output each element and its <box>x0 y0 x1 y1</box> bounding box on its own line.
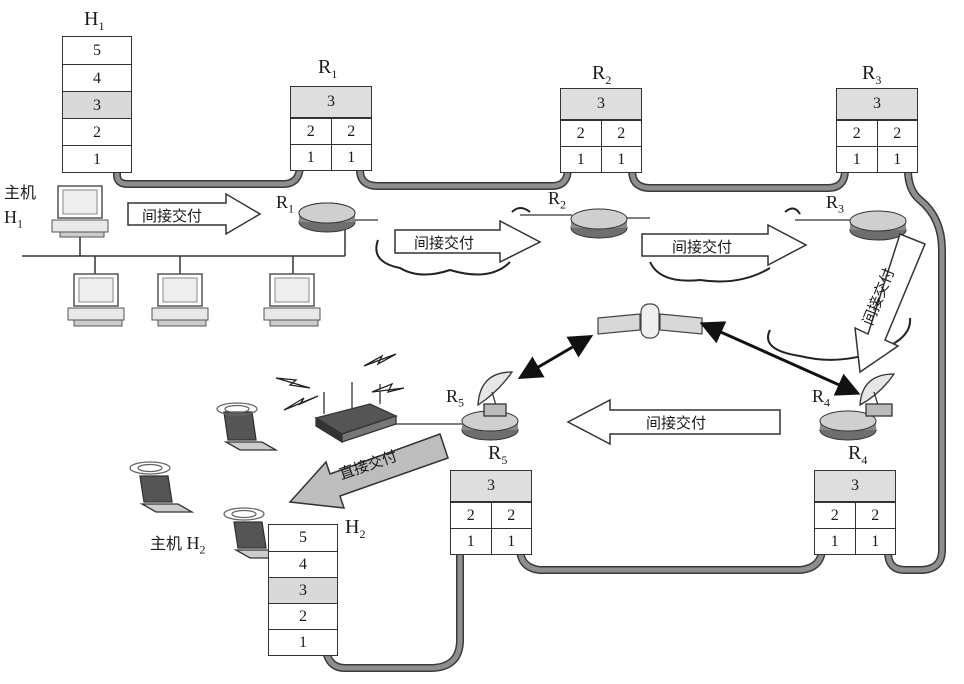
indirect-label-5: 间接交付 <box>646 414 707 432</box>
host-h2-caption: 主机 H2 <box>150 530 206 558</box>
satellite-links <box>517 321 861 396</box>
satellite-dish-icon <box>859 373 896 417</box>
layer-4: 4 <box>63 64 131 91</box>
indirect-arrow-1 <box>127 192 262 236</box>
host-h2-stack: 5 4 3 2 1 <box>268 524 338 656</box>
layer-5: 5 <box>93 42 101 59</box>
router-r3-label: R3 <box>862 62 882 87</box>
host-h2-caption-main: 主机 <box>150 534 183 553</box>
router-device-icon <box>570 208 628 239</box>
host-h1-stack: 5 4 3 2 1 <box>62 36 132 173</box>
physical-layer-left: 1 <box>466 533 475 550</box>
network-layer: 3 <box>451 471 531 502</box>
router-r4-label: R4 <box>848 442 868 467</box>
link-layer-left: 2 <box>466 507 475 524</box>
router-r2-label: R2 <box>592 62 612 87</box>
host-h1-caption-main: 主机 <box>4 183 37 202</box>
indirect-label-2: 间接交付 <box>414 234 475 252</box>
router-device-icon <box>819 410 877 441</box>
desktop-computer-icon <box>67 273 125 327</box>
laptop-icon <box>129 461 195 513</box>
network-cloud-icon <box>375 207 912 361</box>
layer-1: 1 <box>269 629 337 655</box>
device-r3-label: R3 <box>826 192 845 216</box>
indirect-arrow-5 <box>566 398 781 446</box>
layer-2: 2 <box>269 603 337 629</box>
direct-arrow <box>288 433 449 509</box>
layer-4: 4 <box>269 551 337 577</box>
desktop-computer-icon <box>263 273 321 327</box>
host-h2-caption-sub: 2 <box>199 542 206 557</box>
desktop-computer-icon <box>51 185 109 238</box>
layer-1: 1 <box>63 145 131 172</box>
device-r5-label: R5 <box>446 386 465 410</box>
link-layer-left: 2 <box>830 507 839 524</box>
layer-5: 5 <box>299 529 307 546</box>
indirect-arrow-2 <box>394 219 542 264</box>
host-h1-caption-name: H <box>4 207 17 227</box>
physical-layer-right: 1 <box>876 147 918 172</box>
router-r5-label: R5 <box>488 442 508 467</box>
wireless-access-point-icon <box>314 382 398 444</box>
link-layer-left: 2 <box>852 125 861 142</box>
host-h1-name: H <box>84 8 99 30</box>
link-layer-right: 2 <box>600 121 642 146</box>
physical-layer-left: 1 <box>576 151 585 168</box>
link-layer-right: 2 <box>330 119 372 144</box>
host-h2-subscript: 2 <box>359 527 366 541</box>
satellite-dish-icon <box>477 371 514 417</box>
device-r1-label: R1 <box>276 192 295 216</box>
link-layer-right: 2 <box>854 503 896 528</box>
layer-3: 3 <box>269 577 337 603</box>
physical-layer-left: 1 <box>852 151 861 168</box>
device-r2-label: R2 <box>548 188 567 212</box>
desktop-computer-icon <box>151 273 209 327</box>
device-r4-label: R4 <box>812 386 831 410</box>
host-h1-caption-sub: 1 <box>17 216 23 231</box>
physical-layer-right: 1 <box>600 147 642 172</box>
host-h2-caption-name: H <box>186 533 200 553</box>
network-layer: 3 <box>837 89 917 120</box>
indirect-label-3: 间接交付 <box>672 238 733 256</box>
host-h1-caption: 主机 H1 <box>4 180 36 236</box>
host-h1-label: H1 <box>84 8 104 34</box>
indirect-arrow-3 <box>641 223 808 267</box>
laptop-icon <box>216 402 279 451</box>
network-layer: 3 <box>815 471 895 502</box>
link-layer-right: 2 <box>876 121 918 146</box>
network-layer: 3 <box>561 89 641 120</box>
indirect-arrow-4 <box>854 233 926 374</box>
protocol-path <box>113 42 946 672</box>
host-h2-name: H <box>345 516 360 538</box>
wireless-signal-icon <box>275 353 405 411</box>
router-device-icon <box>298 202 356 233</box>
layer-2: 2 <box>63 118 131 145</box>
router-links <box>345 214 852 425</box>
lan-bus <box>22 220 346 274</box>
physical-layer-right: 1 <box>490 529 532 554</box>
router-device-icon <box>849 210 907 241</box>
host-h1-subscript: 1 <box>98 19 105 33</box>
indirect-label-1: 间接交付 <box>142 207 203 225</box>
link-layer-right: 2 <box>490 503 532 528</box>
physical-layer-right: 1 <box>330 145 372 170</box>
layer-3: 3 <box>63 91 131 118</box>
link-layer-left: 2 <box>576 125 585 142</box>
network-layer: 3 <box>291 87 371 118</box>
physical-layer-left: 1 <box>830 533 839 550</box>
physical-layer-right: 1 <box>854 529 896 554</box>
router-r1-label: R1 <box>318 56 338 81</box>
physical-layer-left: 1 <box>306 149 315 166</box>
host-h2-label: H2 <box>345 516 365 542</box>
satellite-icon <box>597 303 703 339</box>
link-layer-left: 2 <box>306 123 315 140</box>
